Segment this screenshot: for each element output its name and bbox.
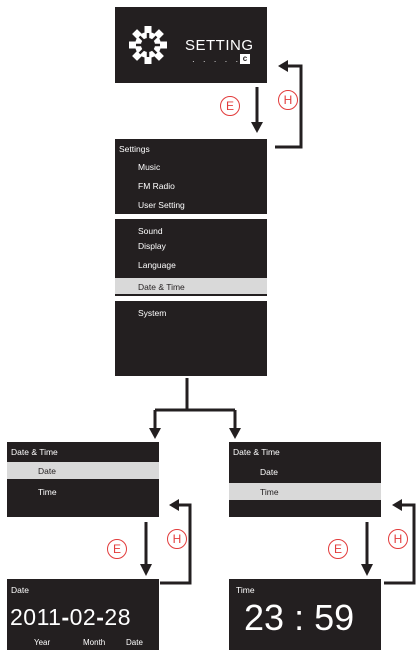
menu-item-time-highlight[interactable]: Time <box>229 483 381 500</box>
day-value: 28 <box>104 604 131 630</box>
page-indicator-badge: c <box>240 54 250 64</box>
settings-menu-panel-1: Settings Music FM Radio User Setting <box>115 139 267 214</box>
minute-value: 59 <box>314 597 355 638</box>
menu-item-date: Date <box>38 466 56 476</box>
time-separator: : <box>294 597 305 638</box>
menu-item-display[interactable]: Display <box>138 241 166 251</box>
day-label: Date <box>126 638 143 647</box>
setting-title-screen: SETTING · · · · · c <box>115 7 267 83</box>
page-dots: · · · · · <box>192 57 242 66</box>
enter-marker-top: E <box>220 96 240 116</box>
menu-header: Date & Time <box>233 447 280 457</box>
month-value: 02 <box>69 604 97 630</box>
menu-item-time: Time <box>260 487 279 497</box>
date-time-menu-right: Date & Time Date Time <box>229 442 381 517</box>
menu-item-date-highlight[interactable]: Date <box>7 462 159 479</box>
date-screen: Date 2011-02-28 Year Month Date <box>7 579 159 650</box>
date-header: Date <box>11 585 29 595</box>
gear-icon <box>129 26 167 64</box>
time-header: Time <box>236 585 255 595</box>
settings-menu-panel-2: Sound Display Language Date & Time <box>115 219 267 296</box>
date-separator: - <box>96 604 105 630</box>
enter-marker-right: E <box>328 539 348 559</box>
year-label: Year <box>34 638 51 647</box>
year-value: 2011 <box>10 604 62 630</box>
month-label: Month <box>83 638 106 647</box>
home-marker-top: H <box>278 90 298 110</box>
date-time-menu-left: Date & Time Date Time <box>7 442 159 517</box>
menu-item-user-setting[interactable]: User Setting <box>138 200 185 210</box>
hour-value: 23 <box>244 597 285 638</box>
settings-menu-panel-3: System <box>115 301 267 376</box>
enter-marker-left: E <box>107 539 127 559</box>
time-value: 23 : 59 <box>244 597 354 639</box>
menu-item-date-time-highlight[interactable]: Date & Time <box>115 278 267 294</box>
menu-item-time[interactable]: Time <box>38 487 57 497</box>
date-separator: - <box>61 604 70 630</box>
menu-item-date-time: Date & Time <box>138 282 185 292</box>
menu-item-sound[interactable]: Sound <box>138 226 163 236</box>
menu-item-language[interactable]: Language <box>138 260 176 270</box>
home-marker-right: H <box>388 529 408 549</box>
time-screen: Time 23 : 59 <box>229 579 381 650</box>
date-value: 2011-02-28 <box>10 604 131 631</box>
menu-header: Settings <box>119 144 150 154</box>
menu-header: Date & Time <box>11 447 58 457</box>
menu-item-fm-radio[interactable]: FM Radio <box>138 181 175 191</box>
setting-title: SETTING <box>185 37 254 54</box>
menu-item-music[interactable]: Music <box>138 162 161 172</box>
home-marker-left: H <box>167 529 187 549</box>
menu-item-system[interactable]: System <box>138 308 167 318</box>
menu-item-date[interactable]: Date <box>260 467 278 477</box>
